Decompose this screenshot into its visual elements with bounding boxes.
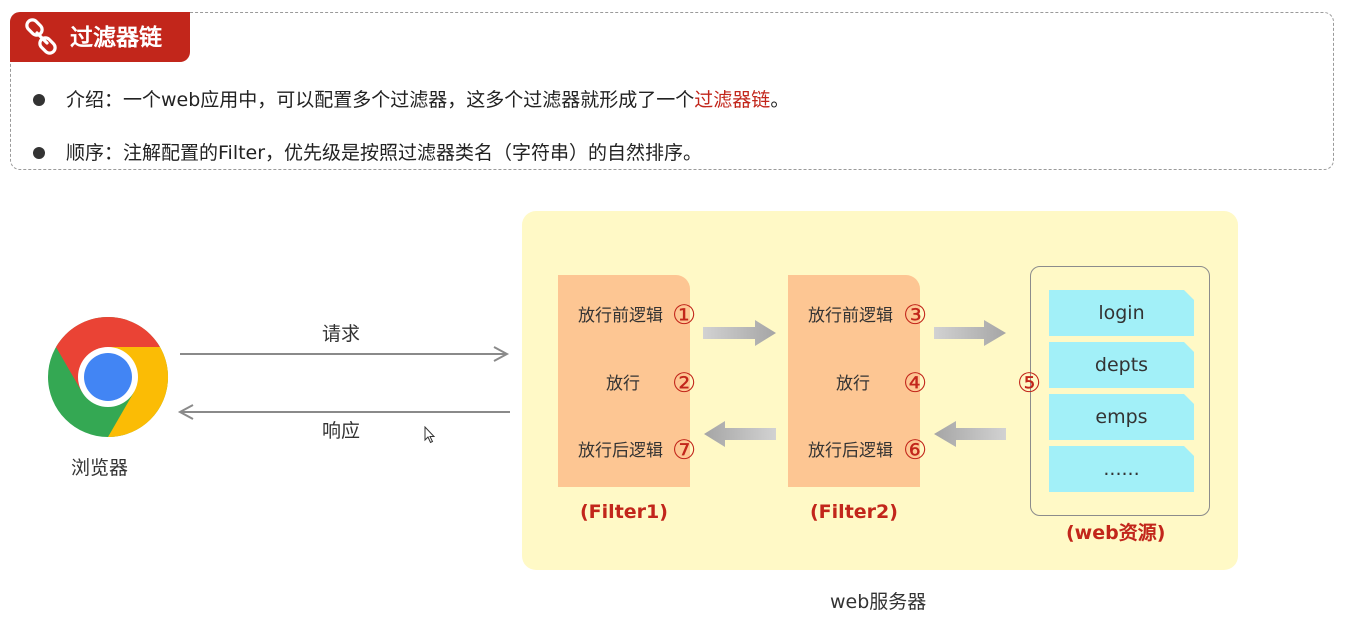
chrome-icon — [48, 317, 169, 437]
page-title: 过滤器链 — [70, 25, 162, 51]
step-5-marker: ⑤ — [1017, 368, 1042, 399]
link-icon — [25, 18, 57, 55]
filter1-pass: 放行 — [606, 374, 640, 394]
intro-card — [10, 12, 1334, 170]
resource-login: login — [1049, 290, 1194, 336]
filter2-after: 放行后逻辑 — [808, 441, 893, 461]
request-arrow — [180, 346, 510, 362]
request-label: 请求 — [322, 323, 361, 345]
bullet-intro-highlight: 过滤器链 — [694, 89, 771, 111]
step-2-marker: ② — [672, 368, 697, 399]
web-resource-label: (web资源) — [1066, 522, 1166, 544]
step-6-marker: ⑥ — [903, 435, 928, 466]
resource-emps: emps — [1049, 394, 1194, 440]
bullet-intro-suffix: 。 — [770, 89, 790, 111]
filter2-pass: 放行 — [836, 374, 870, 394]
bullet-dot — [33, 94, 45, 106]
cursor-icon — [424, 426, 436, 444]
web-resource-container — [1030, 266, 1210, 516]
filter1-after: 放行后逻辑 — [578, 441, 663, 461]
response-label: 响应 — [322, 420, 361, 442]
backward-arrow-1 — [704, 421, 776, 447]
forward-arrow-1 — [703, 320, 776, 346]
filter1-box — [558, 275, 690, 487]
filter1-label: (Filter1) — [580, 501, 668, 523]
filter2-box — [788, 275, 920, 487]
resource-depts: depts — [1049, 342, 1194, 388]
bullet-dot — [33, 147, 45, 159]
step-3-marker: ③ — [903, 300, 928, 331]
filter2-label: (Filter2) — [810, 501, 898, 523]
filter1-before: 放行前逻辑 — [578, 306, 663, 326]
browser-label: 浏览器 — [71, 457, 129, 479]
forward-arrow-2 — [934, 320, 1006, 346]
backward-arrow-2 — [934, 421, 1006, 447]
bullet-intro: 介绍：一个web应用中，可以配置多个过滤器，这多个过滤器就形成了一个过滤器链。 — [66, 87, 789, 113]
resource-more: ...... — [1049, 446, 1194, 492]
bullet-order: 顺序：注解配置的Filter，优先级是按照过滤器类名（字符串）的自然排序。 — [66, 142, 703, 164]
filter2-before: 放行前逻辑 — [808, 306, 893, 326]
step-1-marker: ① — [672, 300, 697, 331]
web-server-label: web服务器 — [830, 591, 927, 613]
step-7-marker: ⑦ — [672, 435, 697, 466]
response-arrow — [177, 404, 510, 420]
step-4-marker: ④ — [903, 368, 928, 399]
bullet-intro-text: 介绍：一个web应用中，可以配置多个过滤器，这多个过滤器就形成了一个 — [66, 89, 695, 111]
